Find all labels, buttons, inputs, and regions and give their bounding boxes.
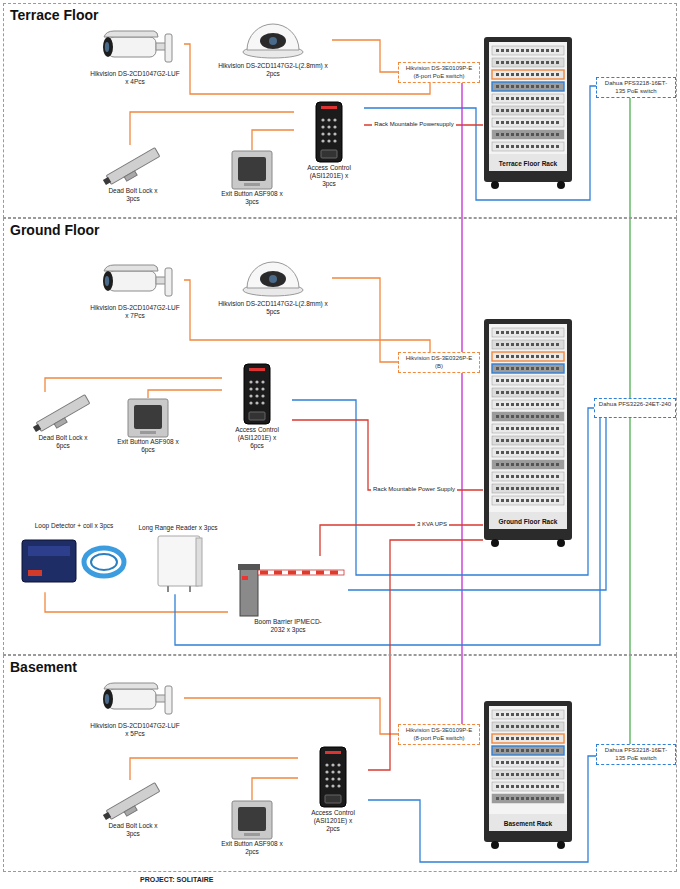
connector-line [130,112,294,145]
loop-icon [18,530,130,592]
connector-line [184,44,430,94]
device-caption: Loop Detector + coil x 3pcs [19,522,129,530]
long-range-reader: Long Range Reader x 3pcs [138,524,218,594]
keypad-icon [294,100,364,164]
switch-label: Hikvision DS-3E0109P-E (8-port PoE switc… [402,727,476,742]
connector-line [148,390,222,398]
device-caption: Exit Button ASF908 x 6pcs [117,438,179,454]
poe-switch: Hikvision DS-3E0109P-E (8-port PoE switc… [398,62,480,83]
network-rack: Ground Floor Rack [483,318,573,548]
dead-bolt-lock: Dead Bolt Lock x 3pcs [98,780,168,838]
edge-label: Rack Mountable Powersupply [372,121,455,128]
reader-icon [138,532,218,594]
rack-label: Terrace Floor Rack [496,159,560,169]
connector-line [45,592,228,612]
device-caption: Hikvision DS-2CD1047G2-LUF x 4Pcs [89,70,181,86]
bullet-camera: Hikvision DS-2CD1047G2-LUF x 4Pcs [86,24,184,86]
exit-icon [220,800,284,840]
connector-line [629,98,630,398]
connector-line [332,40,398,72]
dead-bolt-lock: Dead Bolt Lock x 6pcs [28,392,98,450]
device-caption: Exit Button ASF908 x 3pcs [221,190,283,206]
connector-line [364,86,596,200]
connector-line [252,130,294,150]
boom-barrier: Boom Barrier IPMECD-2032 x 3pcs [228,556,348,634]
connector-line [184,280,430,352]
rack-label: Basement Rack [501,819,555,829]
exit-button: Exit Button ASF908 x 3pcs [220,150,284,206]
keypad-icon [298,745,368,809]
dome-camera: Hikvision DS-2CD1147G2-L(2.8mm) x 2pcs [214,14,332,78]
poe-switch: Dahua PFS3226-24ET-240 [594,398,676,418]
cam-icon [86,24,184,70]
device-caption: Long Range Reader x 3pcs [138,524,218,532]
dead-bolt-lock: Dead Bolt Lock x 3pcs [98,145,168,203]
barrier-icon [228,556,348,618]
device-caption: Hikvision DS-2CD1147G2-L(2.8mm) x 5pcs [216,300,330,316]
connector-line [629,418,630,744]
access-control: Access Control (ASI1201E) x 3pcs [294,100,364,188]
device-caption: Hikvision DS-2CD1147G2-L(2.8mm) x 2pcs [216,62,330,78]
cam-icon [86,258,184,304]
cam-icon [86,676,184,722]
lock-icon [98,145,168,187]
lock-icon [28,392,98,434]
connector-line [252,778,298,800]
exit-button: Exit Button ASF908 x 6pcs [116,398,180,454]
poe-switch: Hikvision DS-3E0326P-E (B) [398,352,480,373]
rack-label: Ground Floor Rack [496,517,561,527]
connector-line [292,400,594,575]
device-caption: Access Control (ASI1201E) x 3pcs [305,164,353,188]
network-rack: Basement Rack [483,700,573,850]
device-caption: Boom Barrier IPMECD-2032 x 3pcs [253,618,323,634]
floor-zone: BasementHikvision DS-2CD1047G2-LUF x 5Pc… [3,655,677,872]
edge-label: Rack Mountable Power Supply [371,486,457,493]
dome-camera: Hikvision DS-2CD1147G2-L(2.8mm) x 5pcs [214,252,332,316]
bullet-camera: Hikvision DS-2CD1047G2-LUF x 7Pcs [86,258,184,320]
device-caption: Hikvision DS-2CD1047G2-LUF x 5Pcs [89,722,181,738]
zone-title: Basement [4,656,83,679]
switch-label: Dahua PFS3218-16ET-135 PoE switch [600,747,672,762]
device-caption: Access Control (ASI1201E) x 6pcs [233,426,281,450]
exit-button: Exit Button ASF908 x 2pcs [220,800,284,856]
device-caption: Hikvision DS-2CD1047G2-LUF x 7Pcs [89,304,181,320]
connector-line [461,373,462,724]
dome-icon [214,14,332,62]
keypad-icon [222,362,292,426]
poe-switch: Dahua PFS3218-16ET-135 PoE switch [596,77,676,98]
switch-label: Dahua PFS3218-16ET-135 PoE switch [600,80,672,95]
access-control: Access Control (ASI1201E) x 6pcs [222,362,292,450]
connector-line [332,278,398,362]
poe-switch: Dahua PFS3218-16ET-135 PoE switch [596,744,676,765]
device-caption: Dead Bolt Lock x 3pcs [107,187,159,203]
dome-icon [214,252,332,300]
device-caption: Dead Bolt Lock x 3pcs [107,822,159,838]
switch-label: Hikvision DS-3E0326P-E (B) [402,355,476,370]
poe-switch: Hikvision DS-3E0109P-E (8-port PoE switc… [398,724,480,745]
connector-line [130,758,298,780]
rack-cabinet [483,318,573,548]
device-caption: Access Control (ASI1201E) x 2pcs [309,809,357,833]
bullet-camera: Hikvision DS-2CD1047G2-LUF x 5Pcs [86,676,184,738]
device-caption: Dead Bolt Lock x 6pcs [37,434,89,450]
zone-title: Terrace Floor [4,4,104,27]
lock-icon [98,780,168,822]
access-control: Access Control (ASI1201E) x 2pcs [298,745,368,833]
connector-line [184,698,398,734]
project-caption: PROJECT: SOLITAIRE [140,876,213,884]
switch-label: Dahua PFS3226-24ET-240 [598,401,672,409]
edge-label: 3 KVA UPS [415,521,449,528]
floor-zone: Ground FloorHikvision DS-2CD1047G2-LUF x… [3,218,677,655]
exit-icon [220,150,284,190]
floor-zone: Terrace FloorHikvision DS-2CD1047G2-LUF … [3,3,677,218]
network-rack: Terrace Floor Rack [483,36,573,190]
connector-line [292,420,483,490]
exit-icon [116,398,180,438]
device-caption: Exit Button ASF908 x 2pcs [221,840,283,856]
loop-detector: Loop Detector + coil x 3pcs [18,522,130,592]
switch-label: Hikvision DS-3E0109P-E (8-port PoE switc… [402,65,476,80]
zone-title: Ground Floor [4,219,105,242]
